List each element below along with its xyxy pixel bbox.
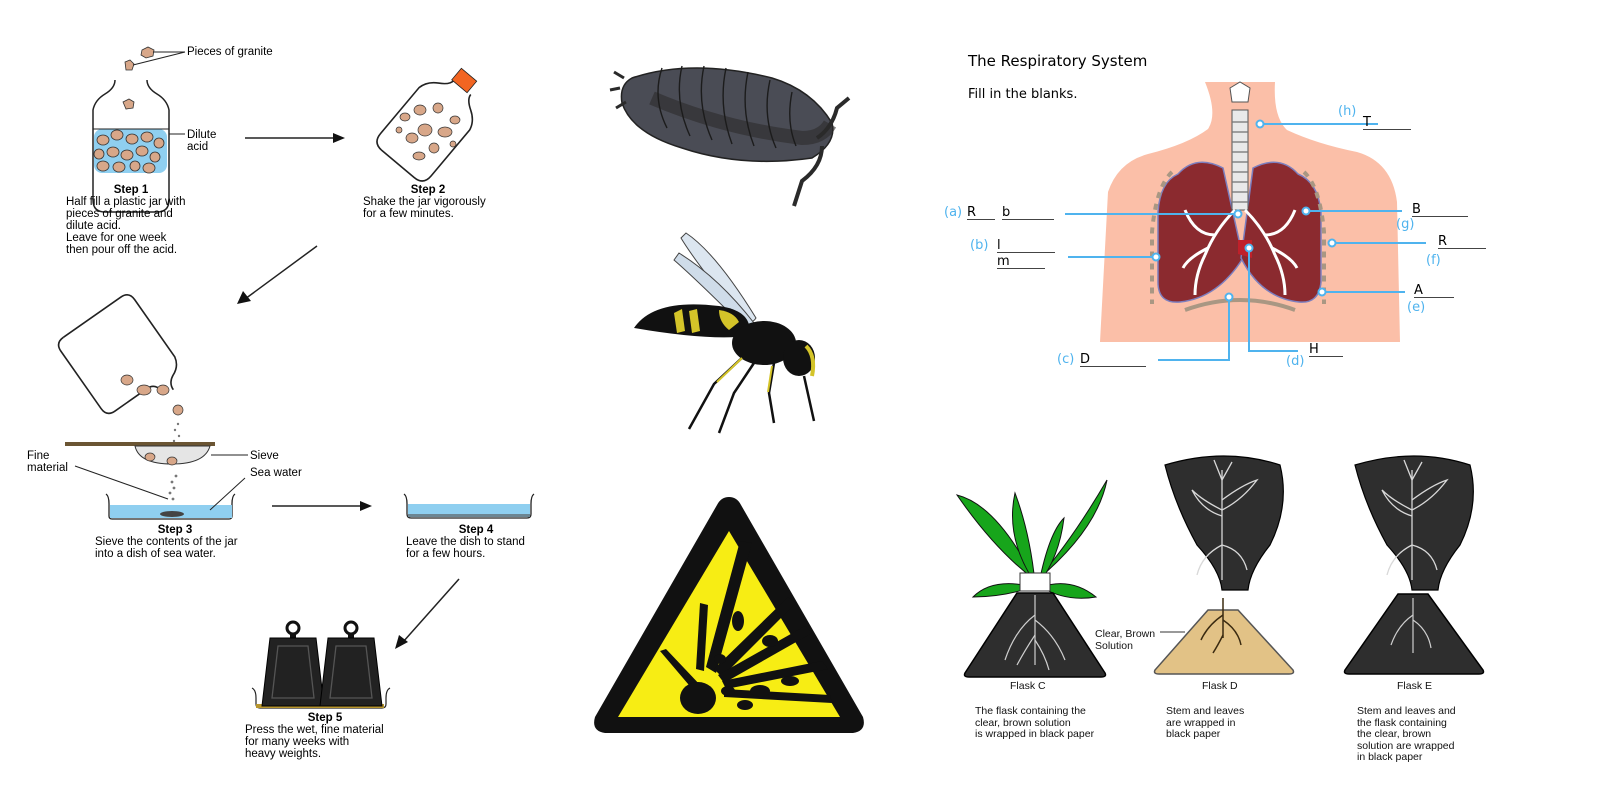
label-c-letter: (c) — [1057, 352, 1075, 367]
respiratory-instruction: Fill in the blanks. — [968, 87, 1078, 102]
label-pieces-of-granite: Pieces of granite — [187, 46, 273, 58]
respiratory-leader-lines — [1065, 119, 1426, 361]
woodlouse-icon — [609, 65, 851, 207]
flask-d-name: Flask D — [1202, 680, 1238, 692]
step5-weights-icon — [251, 620, 391, 709]
step1-jar-icon — [92, 46, 186, 213]
label-f-letter: (f) — [1426, 253, 1441, 268]
step5-caption: Step 5 Press the wet, fine material for … — [245, 712, 405, 760]
step1-caption: Step 1 Half fill a plastic jar with piec… — [66, 184, 196, 256]
blank-h[interactable]: T — [1363, 115, 1411, 130]
blank-a-2[interactable]: b — [1002, 205, 1054, 220]
flask-e-icon — [1343, 455, 1485, 675]
blank-f[interactable]: R — [1438, 234, 1486, 249]
flask-e-name: Flask E — [1397, 680, 1433, 692]
respiratory-title: The Respiratory System — [968, 52, 1148, 70]
label-clear-brown-solution: Clear, Brown Solution — [1095, 628, 1156, 652]
flask-c-caption: The flask containing the clear, brown so… — [975, 705, 1095, 740]
flask-e-caption: Stem and leaves and the flask containing… — [1357, 705, 1456, 763]
step2-caption: Step 2 Shake the jar vigorously for a fe… — [363, 184, 493, 220]
step4-dish-icon — [403, 493, 535, 519]
label-b-letter: (b) — [970, 238, 989, 253]
flask-d-caption: Stem and leaves are wrapped in black pap… — [1166, 705, 1245, 740]
flask-c-name: Flask C — [1010, 680, 1046, 692]
label-fine-material: Fine material — [27, 450, 68, 474]
arrow-right-icon — [272, 501, 372, 511]
label-e-letter: (e) — [1407, 300, 1426, 315]
blank-a-1[interactable]: R — [967, 205, 995, 220]
blank-d[interactable]: H — [1309, 342, 1343, 357]
blank-b-2[interactable]: m — [997, 254, 1045, 269]
label-d-letter: (d) — [1286, 354, 1305, 369]
label-sieve: Sieve — [250, 450, 279, 462]
step2-title: Step 2 — [410, 184, 446, 196]
blank-g[interactable]: B — [1412, 202, 1468, 217]
wasp-icon — [634, 232, 816, 434]
arrow-right-icon — [245, 133, 345, 143]
label-sea-water: Sea water — [250, 467, 302, 479]
step3-caption: Step 3 Sieve the contents of the jar int… — [95, 524, 255, 560]
blank-e[interactable]: A — [1414, 283, 1454, 298]
label-h-letter: (h) — [1338, 104, 1357, 119]
step3-sieve-apparatus-icon — [57, 294, 248, 520]
label-a-letter: (a) — [944, 205, 963, 220]
blank-c[interactable]: D — [1080, 352, 1146, 367]
step3-title: Step 3 — [157, 524, 193, 536]
flask-c-icon — [955, 479, 1108, 678]
arrow-down-left-icon — [395, 578, 460, 649]
step1-title: Step 1 — [113, 184, 149, 196]
step4-caption: Step 4 Leave the dish to stand for a few… — [406, 524, 546, 560]
explosive-hazard-icon — [594, 497, 864, 733]
blank-b-1[interactable]: l — [997, 238, 1055, 253]
arrow-down-left-icon — [237, 245, 318, 304]
label-dilute-acid: Dilute acid — [187, 129, 217, 153]
step5-title: Step 5 — [307, 712, 343, 724]
step4-title: Step 4 — [458, 524, 494, 536]
flask-d-icon — [1153, 455, 1295, 675]
label-g-letter: (g) — [1396, 217, 1415, 232]
step2-jar-icon — [376, 67, 478, 182]
